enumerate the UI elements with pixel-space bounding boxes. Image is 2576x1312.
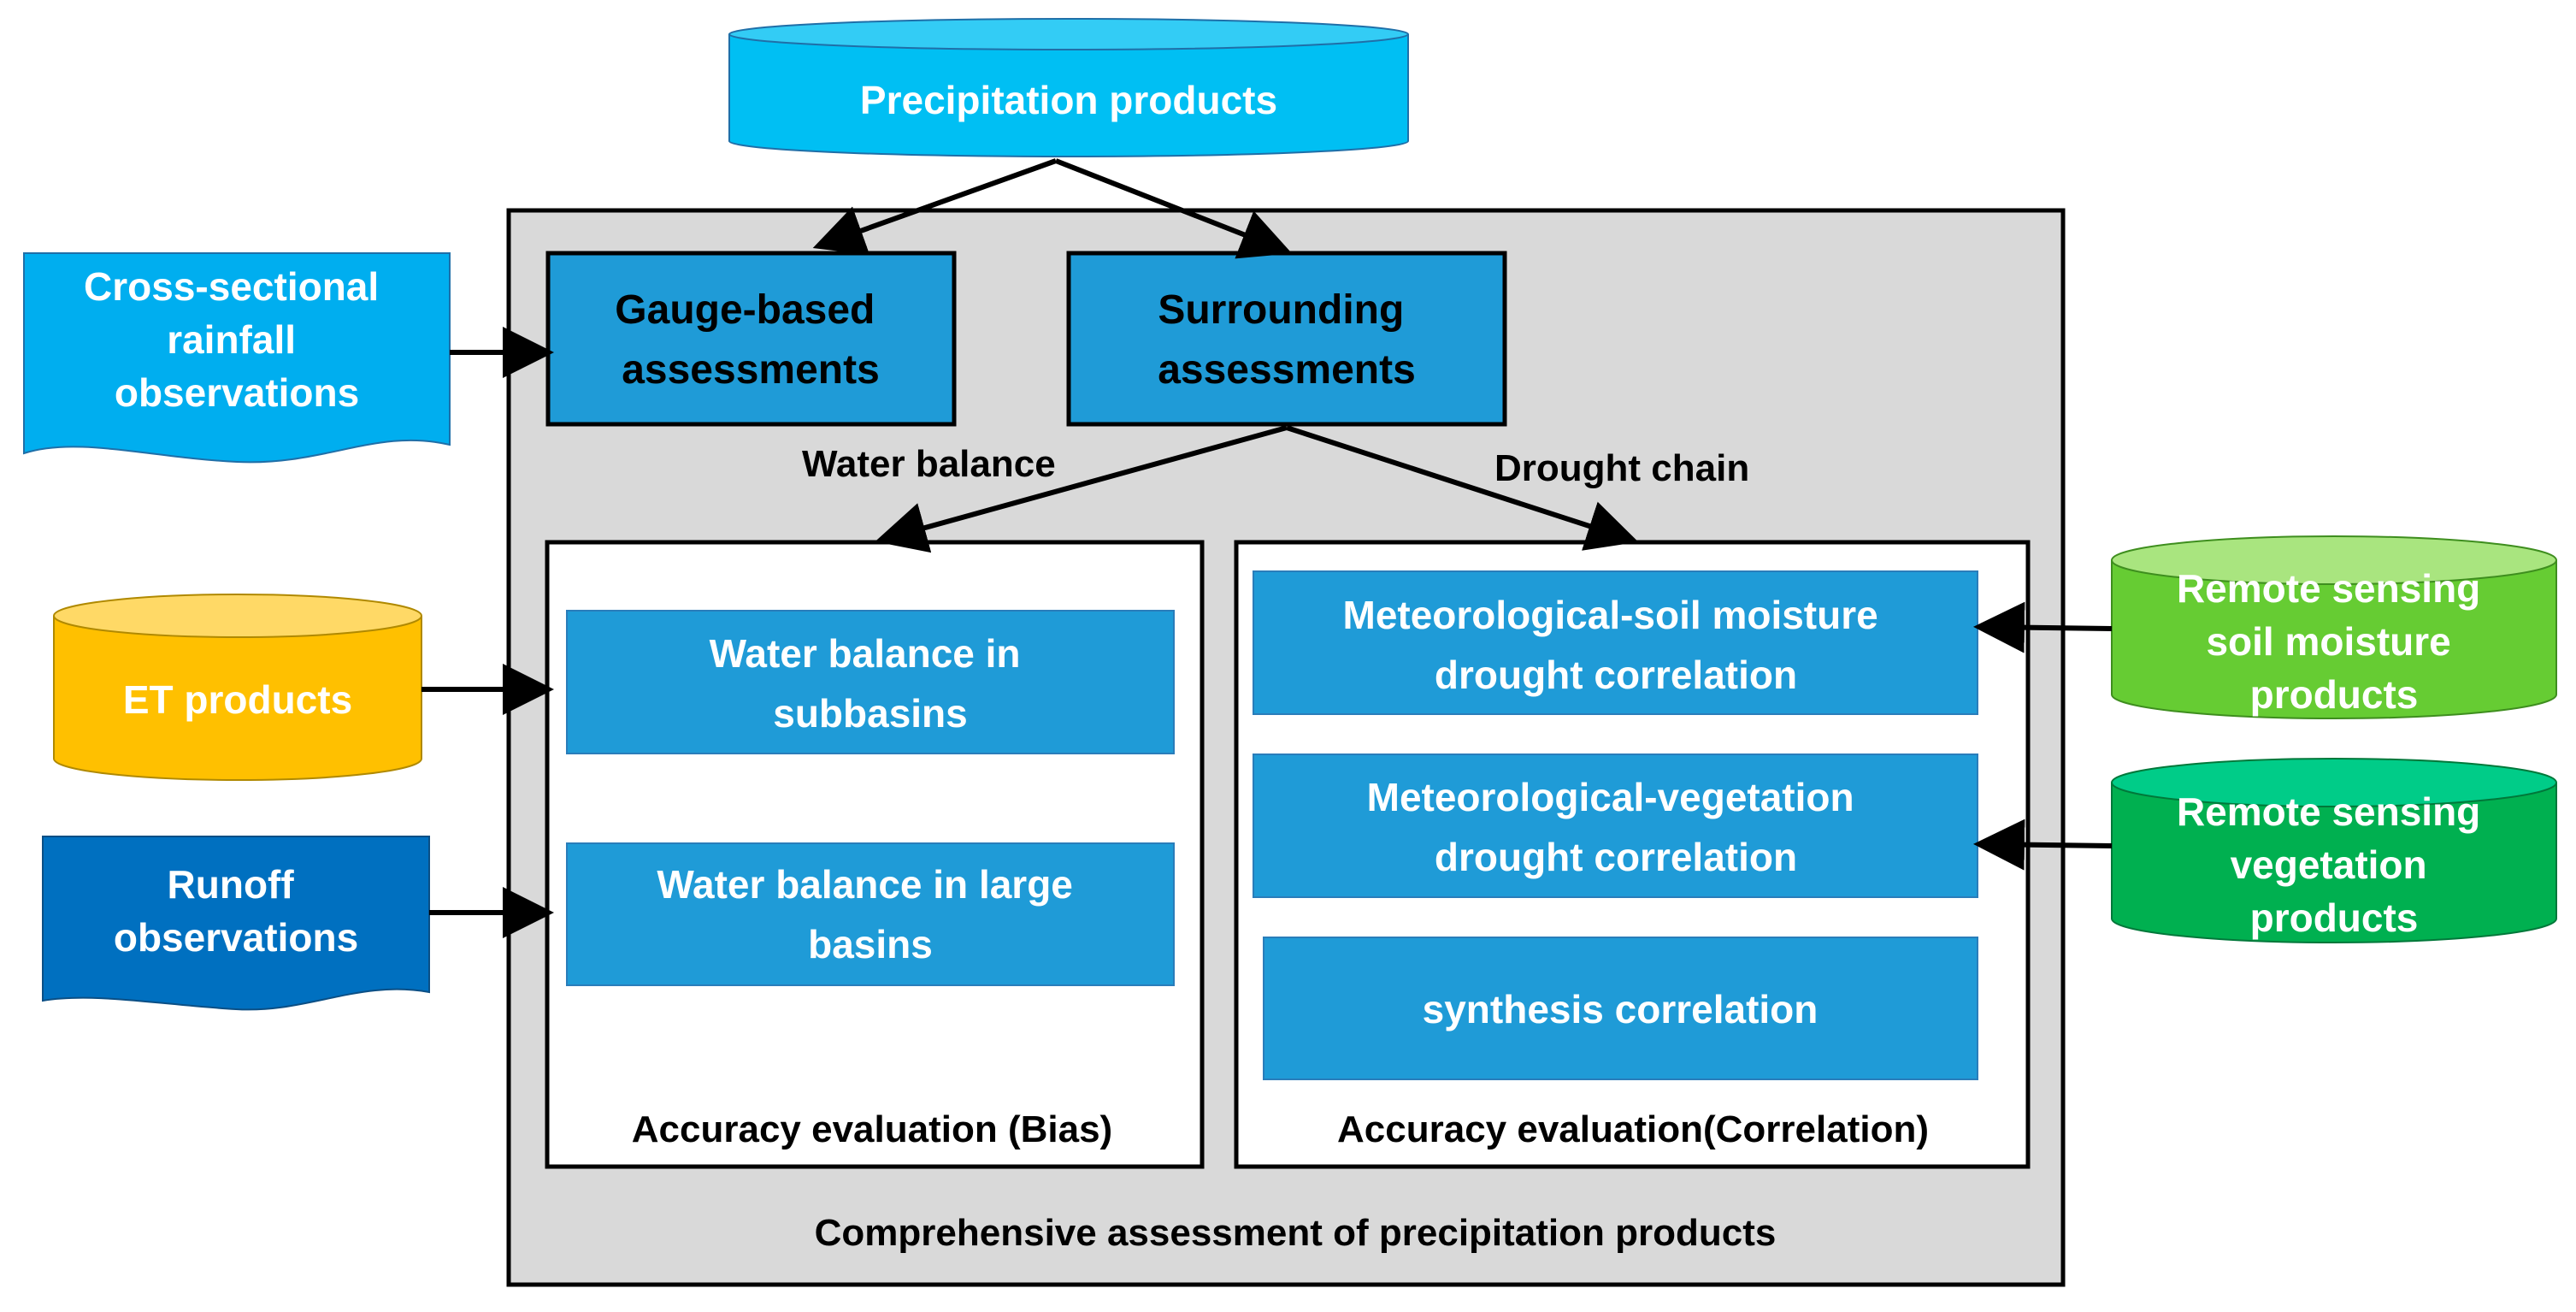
gauge-line-2: assessments bbox=[622, 347, 880, 393]
subbasins-line-2: subbasins bbox=[773, 691, 968, 736]
svg-text:Water balance in subbasi: Water balance in subbasins bbox=[710, 631, 1032, 736]
svg-text:Gauge-based assessments: Gauge-based assessments bbox=[615, 287, 886, 393]
bias-panel: Water balance in subbasins Water balance… bbox=[545, 540, 1205, 1169]
water-balance-label: Water balance bbox=[802, 443, 1056, 485]
cross-sectional-line-1: Cross-sectional bbox=[84, 264, 379, 309]
vegetation-line-2: vegetation bbox=[2231, 842, 2427, 887]
veg-correlation-line-2: drought correlation bbox=[1435, 835, 1797, 879]
et-products-label: ET products bbox=[123, 677, 352, 722]
drought-chain-label: Drought chain bbox=[1494, 447, 1749, 489]
soil-moisture-line-3: products bbox=[2250, 672, 2419, 717]
cross-sectional-line-2: rainfall bbox=[167, 317, 296, 362]
surrounding-line-1: Surrounding bbox=[1158, 287, 1404, 333]
vegetation-correlation-box bbox=[1253, 754, 1978, 898]
svg-text:Cross-sectional rainfall: Cross-sectional rainfall observations bbox=[84, 264, 390, 415]
svg-text:Surrounding assessments: Surrounding assessments bbox=[1158, 287, 1416, 393]
soil-correlation-line-1: Meteorological-soil moisture bbox=[1343, 593, 1878, 637]
soil-moisture-line-2: soil moisture bbox=[2206, 619, 2450, 664]
arrow-surrounding-to-bias bbox=[875, 425, 1288, 553]
bias-panel-label: Accuracy evaluation (Bias) bbox=[632, 1108, 1112, 1150]
arrow-surrounding-to-correlation bbox=[1286, 425, 1639, 551]
arrow-soil-to-correlation bbox=[1973, 601, 2113, 653]
arrow-precip-to-gauge bbox=[812, 158, 1058, 256]
large-basins-line-1: Water balance in large bbox=[657, 862, 1073, 907]
svg-text:Water balance in large b: Water balance in large basins bbox=[657, 862, 1083, 966]
runoff-line-1: Runoff bbox=[168, 862, 295, 907]
gauge-based-assessments-box: Gauge-based assessments bbox=[545, 251, 957, 427]
veg-correlation-line-1: Meteorological-vegetation bbox=[1367, 775, 1854, 819]
correlation-panel-label: Accuracy evaluation(Correlation) bbox=[1337, 1108, 1929, 1150]
surrounding-line-2: assessments bbox=[1158, 347, 1416, 393]
cross-sectional-rainfall-document: Cross-sectional rainfall observations bbox=[23, 252, 451, 464]
runoff-line-2: observations bbox=[114, 915, 358, 960]
svg-text:Meteorological-soil moisture: Meteorological-soil moisture drought cor… bbox=[1343, 593, 1889, 697]
vegetation-line-3: products bbox=[2250, 895, 2419, 940]
soil-correlation-line-2: drought correlation bbox=[1435, 653, 1797, 697]
arrows bbox=[421, 158, 2113, 938]
et-products-cylinder: ET products bbox=[53, 594, 422, 781]
comprehensive-assessment-label: Comprehensive assessment of precipitatio… bbox=[815, 1212, 1777, 1254]
surrounding-assessments-box: Surrounding assessments bbox=[1066, 251, 1507, 427]
synthesis-correlation-label: synthesis correlation bbox=[1423, 987, 1819, 1031]
svg-text:Remote sensing soil mois: Remote sensing soil moisture products bbox=[2177, 566, 2491, 717]
svg-text:Remote sensing vegetatio: Remote sensing vegetation products bbox=[2177, 789, 2491, 940]
subbasins-line-1: Water balance in bbox=[710, 631, 1021, 676]
soil-moisture-products-cylinder: Remote sensing soil moisture products bbox=[2111, 535, 2557, 719]
vegetation-line-1: Remote sensing bbox=[2177, 789, 2480, 834]
synthesis-correlation-box bbox=[1263, 937, 1978, 1080]
arrow-precip-to-surrounding bbox=[1054, 158, 1293, 259]
vegetation-products-cylinder: Remote sensing vegetation products bbox=[2111, 758, 2557, 943]
runoff-observations-document: Runoff observations bbox=[42, 836, 430, 1011]
svg-text:Runoff observations: Runoff observations bbox=[114, 862, 358, 960]
cross-sectional-line-3: observations bbox=[115, 370, 359, 415]
correlation-panel: Meteorological-soil moisture drought cor… bbox=[1234, 540, 2031, 1169]
soil-moisture-correlation-box bbox=[1253, 570, 1978, 715]
water-balance-large-basins-box bbox=[566, 842, 1175, 986]
svg-text:Meteorological-vegetation: Meteorological-vegetation drought correl… bbox=[1367, 775, 1866, 879]
large-basins-line-2: basins bbox=[808, 922, 933, 966]
precipitation-products-label: Precipitation products bbox=[860, 78, 1277, 122]
gauge-line-1: Gauge-based bbox=[615, 287, 875, 333]
arrow-veg-to-correlation bbox=[1973, 819, 2113, 871]
soil-moisture-line-1: Remote sensing bbox=[2177, 566, 2480, 611]
precipitation-products-cylinder: Precipitation products bbox=[728, 18, 1409, 157]
water-balance-subbasins-box bbox=[566, 610, 1175, 754]
